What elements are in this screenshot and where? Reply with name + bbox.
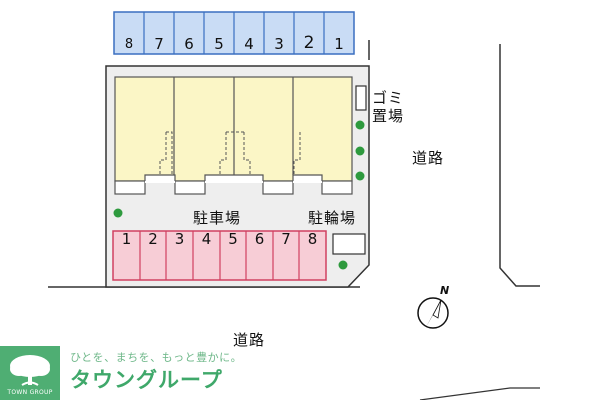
parking-number: 6 xyxy=(254,230,265,248)
parking-number: 3 xyxy=(174,230,185,248)
building xyxy=(114,76,353,195)
bottom-parking-row xyxy=(112,230,327,281)
tree-icon xyxy=(355,146,365,156)
road-label-right: 道路 xyxy=(412,149,445,167)
north-arrow-icon xyxy=(417,297,449,329)
company-logo: TOWN GROUP xyxy=(0,346,60,400)
parking-number: 1 xyxy=(121,230,132,248)
garbage-label-line1: ゴミ xyxy=(372,89,405,107)
north-label: N xyxy=(440,284,451,297)
parking-number: 4 xyxy=(244,35,254,53)
parking-number: 2 xyxy=(148,230,158,248)
parking-number: 7 xyxy=(154,35,164,53)
tree-logo-icon xyxy=(10,355,50,386)
parking-number: 8 xyxy=(307,230,318,248)
tree-icon xyxy=(355,120,365,130)
parking-number: 7 xyxy=(281,230,291,248)
garbage-station-box xyxy=(355,85,367,111)
parking-number: 3 xyxy=(274,35,284,53)
parking-label: 駐車場 xyxy=(193,209,242,227)
parking-number: 1 xyxy=(334,35,344,53)
tree-icon xyxy=(113,208,123,218)
tree-icon xyxy=(338,260,348,270)
parking-number: 8 xyxy=(124,37,134,52)
road-label-bottom: 道路 xyxy=(233,331,266,349)
parking-number: 6 xyxy=(184,35,194,53)
bicycle-parking-label: 駐輪場 xyxy=(308,209,357,227)
logo-text: TOWN GROUP xyxy=(7,389,53,396)
parking-number: 4 xyxy=(201,230,212,248)
parking-number: 5 xyxy=(228,230,238,248)
brand-name: タウングループ xyxy=(70,368,223,392)
garbage-label-line2: 置場 xyxy=(372,107,405,125)
parking-number: 5 xyxy=(214,35,224,53)
parking-number: 2 xyxy=(303,33,315,53)
slogan: ひとを、まちを、もっと豊かに。 xyxy=(70,351,243,364)
bicycle-parking-box xyxy=(332,233,366,255)
road-edge-right xyxy=(499,44,540,287)
road-edge-lower-right xyxy=(419,387,540,400)
tree-icon xyxy=(355,171,365,181)
top-parking-row xyxy=(113,11,355,55)
